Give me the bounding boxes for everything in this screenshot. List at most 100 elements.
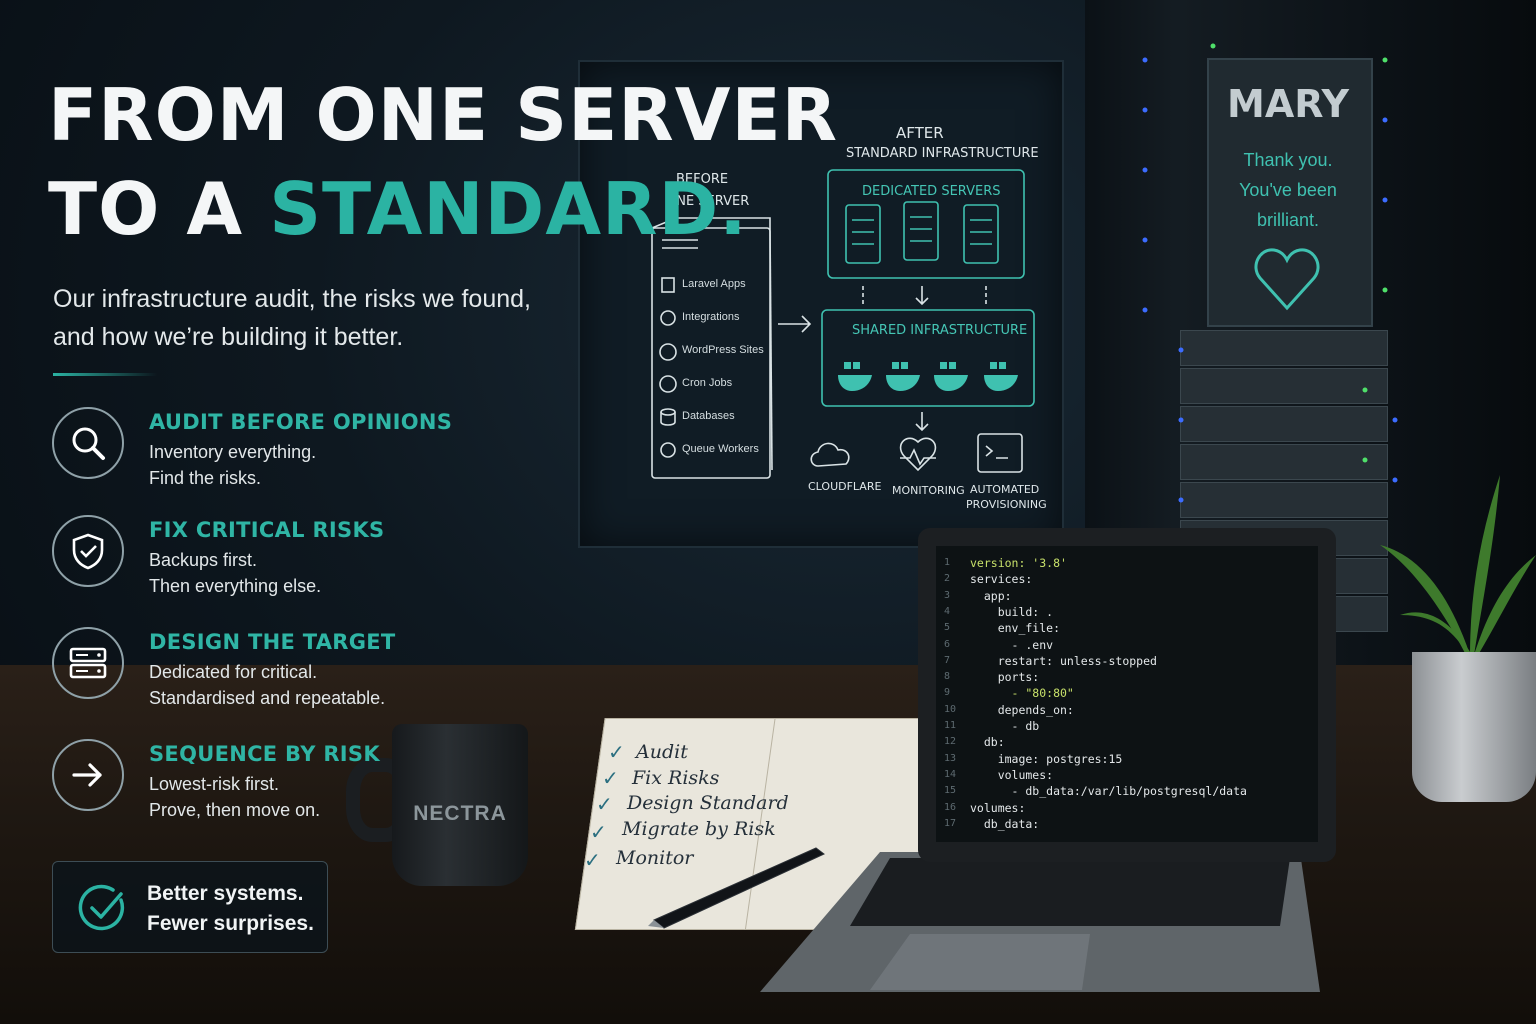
tagline-line: Better systems. [147, 882, 304, 905]
notebook-item: Fix Risks [632, 767, 720, 789]
line-number: 10 [944, 703, 957, 715]
feature-line: Then everything else. [149, 576, 322, 596]
tagline-line: Fewer surprises. [147, 912, 314, 935]
feature-title: FIX CRITICAL RISKS [149, 518, 385, 542]
feature-fix-risks: FIX CRITICAL RISKS Backups first. Then e… [52, 513, 572, 596]
before-item: Queue Workers [682, 443, 759, 455]
feature-line: Inventory everything. [149, 442, 317, 462]
code-line: image: postgres:15 [970, 751, 1123, 766]
code-line: db_data: [970, 816, 1040, 831]
code-line: depends_on: [970, 702, 1074, 717]
rack-sign-line: brilliant. [1256, 210, 1320, 230]
feature-line: Dedicated for critical. [149, 662, 318, 682]
check-icon: ✓ [590, 822, 607, 844]
code-line: - .env [970, 637, 1054, 652]
after-sublabel: STANDARD INFRASTRUCTURE [846, 146, 1039, 161]
monitoring-label: MONITORING [892, 484, 965, 497]
server-unit [1180, 330, 1388, 366]
rack-sign-line: Thank you. [1243, 150, 1333, 170]
notebook-item: Audit [636, 741, 688, 763]
check-icon: ✓ [608, 742, 625, 764]
line-number: 15 [944, 785, 957, 797]
feature-sequence: SEQUENCE BY RISK Lowest-risk first. Prov… [52, 737, 572, 820]
shield-check-icon [52, 515, 124, 587]
line-number: 4 [944, 605, 951, 617]
server-unit [1180, 368, 1388, 404]
check-icon: ✓ [584, 850, 601, 872]
line-number: 9 [944, 687, 951, 699]
code-line: build: . [970, 604, 1054, 619]
page-title: FROM ONE SERVER TO A STANDARD. [48, 68, 838, 256]
title-line-1: FROM ONE SERVER [48, 73, 839, 157]
check-circle-icon [78, 884, 125, 931]
code-line: ports: [970, 670, 1040, 685]
feature-line: Lowest-risk first. [149, 774, 280, 794]
laptop-base [760, 852, 1320, 992]
line-number: 13 [944, 752, 957, 764]
shared-infrastructure-label: SHARED INFRASTRUCTURE [852, 323, 1028, 338]
code-line: restart: unless-stopped [970, 653, 1157, 668]
subtitle: Our infrastructure audit, the risks we f… [53, 280, 613, 356]
code-line: db: [970, 735, 1005, 750]
search-icon [52, 407, 124, 479]
code-line: env_file: [970, 621, 1061, 636]
code-line: - db [970, 719, 1040, 733]
before-item: Laravel Apps [682, 278, 746, 290]
heart-icon [1254, 248, 1320, 311]
provisioning-label: PROVISIONING [966, 498, 1047, 511]
dedicated-servers-label: DEDICATED SERVERS [862, 184, 1001, 199]
code-line: version: '3.8' [970, 556, 1067, 570]
pen [648, 847, 825, 929]
coffee-mug [392, 724, 528, 886]
line-number: 3 [944, 589, 951, 601]
title-line-2-accent: STANDARD. [269, 167, 748, 251]
server-unit [1180, 406, 1388, 442]
rack-sign-panel [1207, 58, 1373, 327]
title-line-2-prefix: TO A [48, 167, 270, 251]
rack-sign-line: You've been [1239, 180, 1337, 200]
mug-brand: NECTRA [413, 802, 507, 825]
whiteboard [578, 60, 1064, 548]
automated-label: AUTOMATED [970, 483, 1040, 496]
line-number: 6 [944, 638, 951, 650]
feature-line: Backups first. [149, 550, 258, 570]
check-icon: ✓ [596, 794, 613, 816]
code-line: services: [970, 572, 1033, 587]
server-stack-icon [52, 627, 124, 699]
feature-design-target: DESIGN THE TARGET Dedicated for critical… [52, 625, 572, 708]
before-item: Integrations [682, 311, 740, 323]
feature-line: Find the risks. [149, 468, 262, 488]
code-line: - "80:80" [970, 686, 1074, 701]
feature-title: DESIGN THE TARGET [149, 630, 396, 654]
line-number: 12 [944, 736, 957, 748]
line-number: 14 [944, 768, 957, 780]
subtitle-line: Our infrastructure audit, the risks we f… [53, 285, 531, 313]
notebook-item: Migrate by Risk [622, 818, 776, 840]
cloudflare-label: CLOUDFLARE [808, 480, 882, 493]
line-number: 5 [944, 622, 951, 634]
code-line: volumes: [970, 800, 1026, 815]
after-label: AFTER [896, 124, 944, 142]
feature-audit: AUDIT BEFORE OPINIONS Inventory everythi… [52, 405, 572, 488]
feature-title: SEQUENCE BY RISK [149, 742, 380, 766]
line-number: 16 [944, 801, 957, 813]
feature-line: Standardised and repeatable. [149, 688, 386, 708]
line-number: 11 [944, 720, 957, 731]
before-item: Databases [682, 410, 735, 422]
line-number: 1 [944, 557, 951, 568]
before-item: Cron Jobs [682, 377, 733, 389]
plant-leaves [1380, 475, 1536, 655]
feature-line: Prove, then move on. [149, 800, 321, 820]
rack-sign-name: MARY [1227, 82, 1349, 126]
line-number: 2 [944, 573, 951, 585]
accent-divider [53, 373, 157, 376]
line-number: 8 [944, 671, 951, 683]
code-line: app: [970, 588, 1012, 603]
plant-pot [1412, 652, 1536, 802]
before-item: WordPress Sites [682, 344, 764, 356]
check-icon: ✓ [602, 768, 619, 790]
tagline-card: Better systems. Fewer surprises. [52, 861, 328, 953]
server-unit [1180, 444, 1388, 480]
code-line: - db_data:/var/lib/postgresql/data [970, 784, 1247, 799]
notebook-item: Monitor [616, 847, 694, 869]
